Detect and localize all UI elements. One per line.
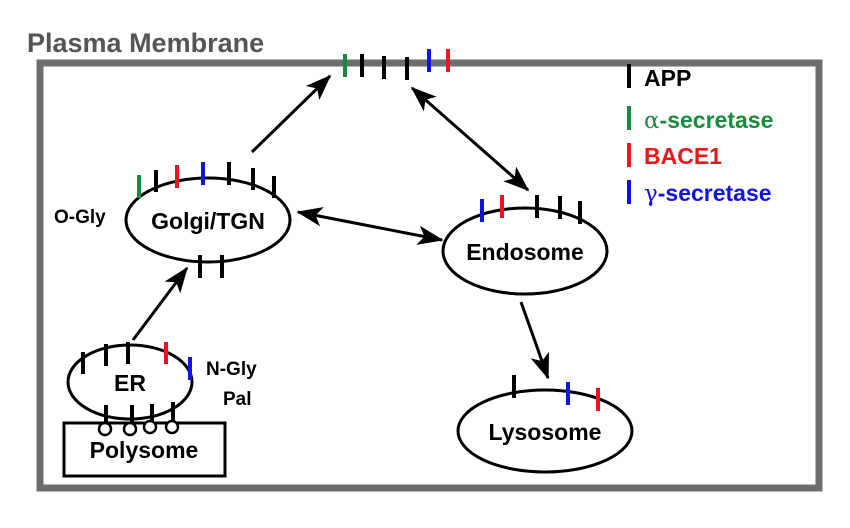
legend-bace1-text: BACE1 <box>644 143 722 169</box>
golgi-compartment: Golgi/TGN <box>124 162 292 278</box>
golgi-membrane <box>124 176 292 264</box>
endosome-membrane <box>441 206 609 296</box>
ribosome <box>122 421 138 437</box>
arrow-er-to-golgi <box>131 266 189 341</box>
legend-alpha-text: -secretase <box>660 107 774 133</box>
polysome-label: Polysome <box>90 437 199 463</box>
legend-alpha-glyph: α <box>644 108 660 134</box>
lysosome-membrane <box>456 388 634 474</box>
endosome-label: Endosome <box>466 239 584 265</box>
legend-app-text: APP <box>644 65 691 91</box>
plasma-membrane-title: Plasma Membrane <box>27 28 264 58</box>
legend-app-label: APP <box>644 65 691 91</box>
arrow-membrane-endosome <box>410 86 530 192</box>
golgi-label: Golgi/TGN <box>151 208 265 234</box>
lysosome-label: Lysosome <box>489 419 602 445</box>
er-compartment: ER <box>66 342 194 424</box>
legend-gamma-glyph: γ <box>644 181 658 207</box>
polysome-box: Polysome <box>62 419 227 478</box>
legend-alpha-label: α-secretase <box>644 107 773 134</box>
trafficking-arrows <box>131 74 550 380</box>
legend-item-app: APP <box>627 64 691 91</box>
legend-bace1-label: BACE1 <box>644 143 722 169</box>
legend: APP α-secretase BACE1 γ-secretase <box>627 64 773 207</box>
lysosome-compartment: Lysosome <box>456 375 634 474</box>
endosome-compartment: Endosome <box>441 195 609 296</box>
o-gly-label: O-Gly <box>54 207 106 228</box>
ribosome <box>142 419 158 435</box>
arrow-endosome-to-lysosome <box>519 301 550 380</box>
legend-item-gamma: γ-secretase <box>627 180 772 207</box>
ribosome <box>97 421 113 437</box>
ribosome <box>164 419 180 435</box>
plasma-membrane-proteins <box>343 49 450 80</box>
n-gly-label: N-Gly <box>206 359 257 380</box>
legend-item-bace1: BACE1 <box>627 143 722 169</box>
arrow-golgi-endosome <box>296 207 444 245</box>
er-label: ER <box>114 370 146 396</box>
pal-label: Pal <box>223 389 252 410</box>
legend-gamma-label: γ-secretase <box>644 180 772 207</box>
legend-gamma-text: -secretase <box>658 180 772 206</box>
legend-item-alpha: α-secretase <box>627 106 773 134</box>
arrow-golgi-to-membrane <box>250 74 332 154</box>
